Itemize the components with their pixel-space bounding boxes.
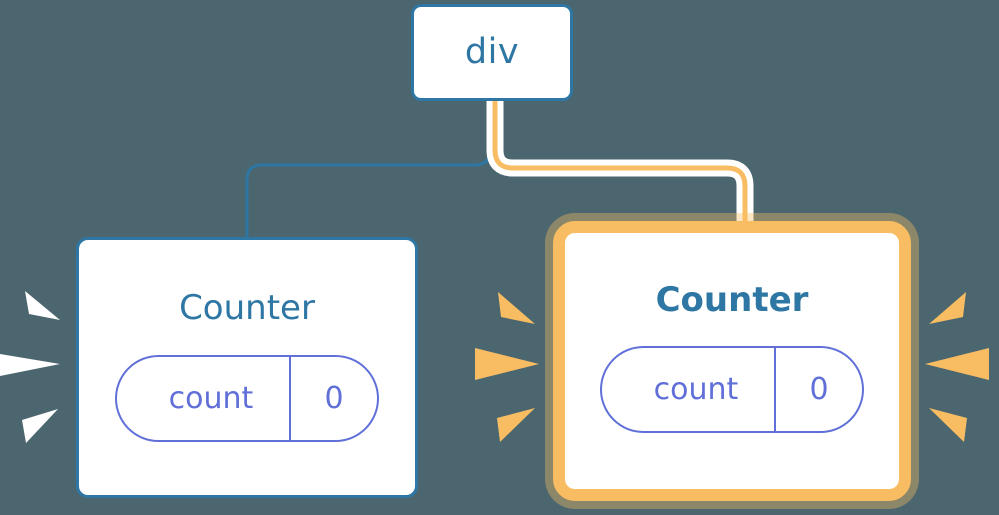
node-counter-right[interactable]: Counter count 0: [553, 221, 911, 501]
state-pill-counter-right[interactable]: count 0: [600, 346, 864, 433]
node-div[interactable]: div: [411, 4, 573, 101]
state-pill-counter-left[interactable]: count 0: [115, 355, 379, 442]
rays-right-counter-left-side: [475, 292, 539, 442]
state-key-count: count: [653, 371, 739, 407]
rays-right-counter-right-side: [925, 292, 989, 442]
node-div-label: div: [464, 32, 520, 72]
connector-div-to-counter-right-casing: [486, 101, 754, 240]
connector-div-to-counter-right: [492, 101, 748, 240]
node-counter-left[interactable]: Counter count 0: [76, 237, 418, 498]
state-key-count: count: [168, 380, 254, 416]
connector-div-to-counter-left: [245, 101, 492, 240]
rays-left-counter-outer: [0, 291, 60, 443]
state-value-count: 0: [774, 348, 862, 431]
node-counter-right-title: Counter: [655, 280, 809, 320]
state-value-count: 0: [289, 357, 377, 440]
node-counter-left-title: Counter: [179, 288, 315, 328]
